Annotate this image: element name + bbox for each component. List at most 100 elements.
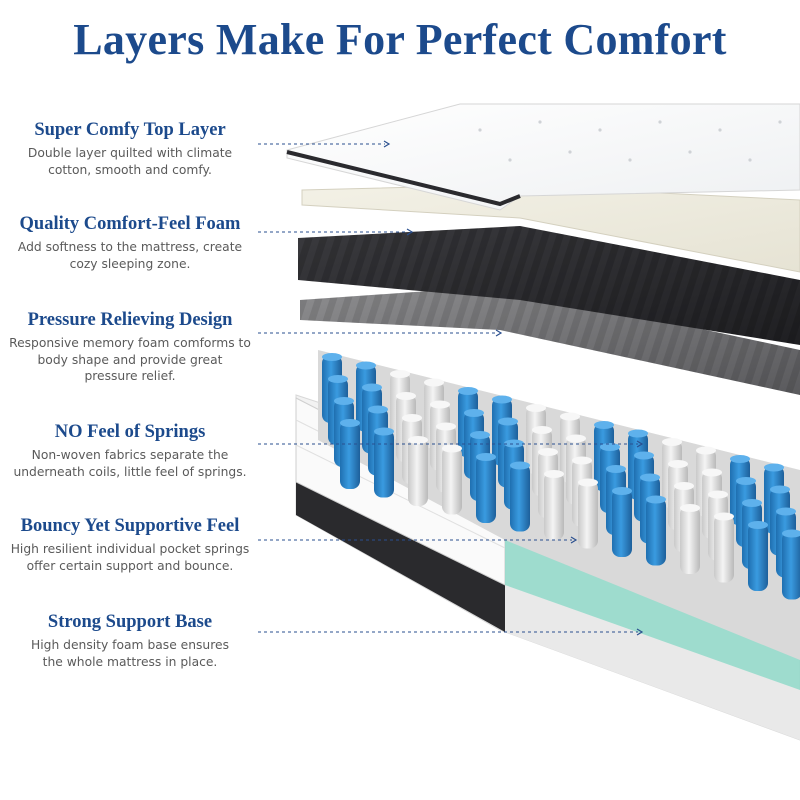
pocket-spring-top <box>424 378 444 387</box>
pocket-spring-top <box>526 404 546 412</box>
feature-title: Pressure Relieving Design <box>27 310 233 330</box>
description-line: cozy sleeping zone. <box>69 256 191 271</box>
pocket-spring-top <box>640 473 660 482</box>
pocket-spring-blue <box>374 429 394 498</box>
feature-description: Add softness to the mattress, create coz… <box>0 239 260 272</box>
pocket-spring-top <box>714 512 734 521</box>
feature-comfort-foam: Quality Comfort-Feel Foam Add softness t… <box>0 213 260 272</box>
feature-bouncy: Bouncy Yet Supportive Feel High resilien… <box>0 515 260 574</box>
pocket-spring-top <box>668 460 688 468</box>
pocket-spring-top <box>742 499 762 507</box>
pocket-spring-top <box>390 370 410 378</box>
feature-support-base: Strong Support Base High density foam ba… <box>0 611 260 670</box>
page-title: Layers Make For Perfect Comfort <box>73 15 727 64</box>
pocket-spring-top <box>674 482 694 490</box>
pocket-spring-white <box>544 472 564 540</box>
pocket-spring-top <box>328 375 348 383</box>
pocket-spring-white <box>442 446 462 515</box>
pocket-spring-top <box>572 456 592 465</box>
pocket-spring-top <box>560 412 580 421</box>
feature-title: Quality Comfort-Feel Foam <box>19 214 241 234</box>
pocket-spring-top <box>430 400 450 409</box>
feature-description: Double layer quilted with climate cotton… <box>0 145 260 178</box>
pocket-spring-top <box>708 490 728 499</box>
pocket-spring-top <box>436 422 456 431</box>
pocket-spring-top <box>662 438 682 446</box>
pocket-spring-top <box>510 461 530 470</box>
feature-title: Super Comfy Top Layer <box>34 120 226 140</box>
description-line: High resilient individual pocket springs <box>10 542 250 556</box>
feature-no-springs: NO Feel of Springs Non-woven fabrics sep… <box>0 421 260 480</box>
pocket-spring-top <box>646 495 666 504</box>
pocket-spring-top <box>464 409 484 417</box>
pocket-spring-top <box>492 395 512 404</box>
description-line: Responsive memory foam comforms to <box>9 336 251 350</box>
pocket-spring-top <box>374 427 394 436</box>
description-line: Add softness to the mattress, create <box>17 240 243 254</box>
description-line: High density foam base ensures <box>31 638 229 652</box>
pocket-spring-top <box>606 465 626 473</box>
description-line: the whole mattress in place. <box>42 654 218 669</box>
pocket-spring-top <box>776 507 796 516</box>
pointer-lines <box>258 143 638 633</box>
pocket-spring-white <box>680 506 700 574</box>
pocket-spring-top <box>730 455 750 463</box>
feature-description: Non-woven fabrics separate the underneat… <box>0 447 260 480</box>
top-quilt-layer <box>286 103 800 211</box>
pocket-spring-top <box>396 392 416 400</box>
pocket-spring-blue <box>782 531 800 600</box>
pocket-spring-top <box>702 468 722 477</box>
pocket-spring-top <box>362 383 382 392</box>
description-line: cotton, smooth and comfy. <box>48 162 212 177</box>
feature-top-layer: Super Comfy Top Layer Double layer quilt… <box>0 119 260 178</box>
pocket-spring-top <box>696 446 716 455</box>
pocket-spring-blue <box>748 523 768 591</box>
pocket-spring-top <box>634 451 654 460</box>
pocket-spring-top <box>764 463 784 472</box>
description-line: underneath coils, little feel of springs… <box>13 464 247 479</box>
pocket-spring-top <box>566 434 586 443</box>
pocket-spring-top <box>356 361 376 370</box>
pocket-springs <box>322 353 800 600</box>
description-line: offer certain support and bounce. <box>26 558 234 573</box>
pocket-spring-top <box>544 470 564 478</box>
pocket-spring-top <box>736 477 756 485</box>
description-line: pressure relief. <box>84 369 176 383</box>
pocket-spring-top <box>748 521 768 529</box>
feature-title: NO Feel of Springs <box>54 422 206 442</box>
feature-description: High density foam base ensures the whole… <box>0 637 260 670</box>
pocket-spring-top <box>600 443 620 451</box>
pocket-spring-blue <box>510 463 530 532</box>
pocket-spring-top <box>782 529 800 538</box>
pocket-spring-white <box>408 438 428 506</box>
pointer-arrowheads <box>383 140 644 636</box>
feature-title: Bouncy Yet Supportive Feel <box>20 516 240 536</box>
pocket-spring-top <box>578 478 598 487</box>
pocket-spring-blue <box>646 497 666 566</box>
description-line: Non-woven fabrics separate the <box>31 448 229 462</box>
pocket-spring-top <box>322 353 342 361</box>
pocket-spring-white <box>578 480 598 549</box>
pocket-spring-top <box>594 421 614 429</box>
pocket-spring-top <box>476 453 496 461</box>
pocket-spring-top <box>334 397 354 405</box>
pocket-spring-top <box>504 439 524 448</box>
pocket-spring-blue <box>476 455 496 523</box>
pocket-spring-blue <box>340 421 360 489</box>
pocket-spring-top <box>532 426 552 434</box>
pocket-spring-top <box>402 414 422 422</box>
pocket-spring-top <box>770 485 790 494</box>
pocket-spring-top <box>470 431 490 439</box>
pocket-spring-top <box>538 448 558 456</box>
pocket-spring-top <box>442 444 462 453</box>
feature-title: Strong Support Base <box>47 612 213 632</box>
pocket-spring-top <box>680 504 700 512</box>
pocket-spring-top <box>628 429 648 438</box>
description-line: body shape and provide great <box>37 352 223 367</box>
comfort-feel-foam-dark <box>298 226 800 345</box>
pressure-relieving-layer <box>300 286 800 395</box>
pocket-spring-top <box>498 417 518 426</box>
pocket-spring-top <box>340 419 360 427</box>
pocket-spring-blue <box>612 489 632 557</box>
